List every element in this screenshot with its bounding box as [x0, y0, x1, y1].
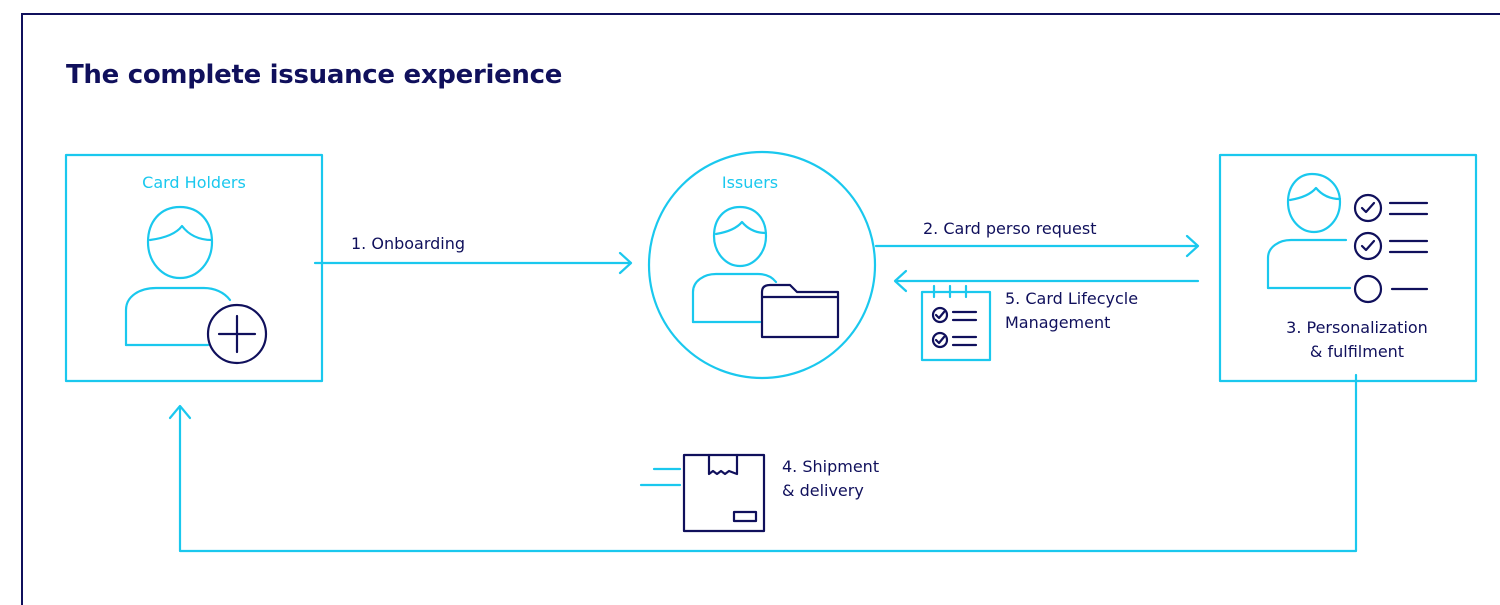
- shipment-label-line1: 4. Shipment: [782, 457, 879, 476]
- person-folder-icon: [691, 205, 840, 339]
- lifecycle-label-line2: Management: [1005, 313, 1110, 332]
- person-add-icon: [124, 205, 268, 365]
- issuers-circle: [647, 150, 877, 380]
- diagram-title: The complete issuance experience: [66, 60, 563, 90]
- lifecycle-label-line1: 5. Card Lifecycle: [1005, 289, 1138, 308]
- shipment-arrow: [168, 373, 1358, 553]
- personalization-label-line2: & fulfilment: [1310, 342, 1404, 361]
- personalization-node: 3. Personalization & fulfilment: [1218, 153, 1478, 383]
- page-border: [21, 13, 1500, 605]
- perso-request-arrow: [874, 234, 1200, 258]
- person-checklist-icon: [1266, 172, 1429, 304]
- personalization-label-line1: 3. Personalization: [1286, 318, 1428, 337]
- card-holders-label: Card Holders: [142, 173, 246, 192]
- card-holders-node: Card Holders: [64, 153, 324, 383]
- shipment-label-line2: & delivery: [782, 481, 864, 500]
- onboarding-arrow: [313, 251, 633, 275]
- perso-request-label: 2. Card perso request: [923, 219, 1096, 238]
- issuers-label: Issuers: [722, 173, 778, 192]
- lifecycle-arrow: [893, 269, 1200, 293]
- checklist-icon: [920, 284, 992, 362]
- onboarding-label: 1. Onboarding: [351, 234, 465, 253]
- card-holders-box: [64, 153, 324, 383]
- personalization-box: [1218, 153, 1478, 383]
- issuers-node: Issuers: [647, 150, 877, 380]
- package-icon: [639, 453, 766, 533]
